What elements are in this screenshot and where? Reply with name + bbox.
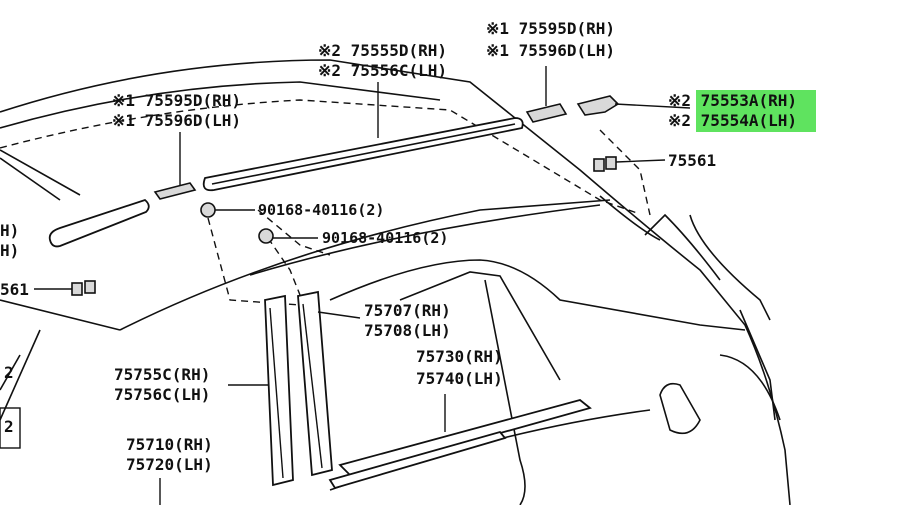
clip-right-part [593,156,617,172]
rear-cover-piece [525,103,568,123]
selected-part-highlight [696,90,816,132]
label-bolt-1: 90168-40116(2) [258,201,384,219]
clip-left-part [71,280,96,296]
label-rear-cover-lh: ※1 75596D(LH) [486,41,615,60]
label-bolt-2: 90168-40116(2) [322,229,448,247]
label-rail-cover-front-lh: ※1 75596D(LH) [112,111,241,130]
label-pillar-garnish-lh: 75708(LH) [364,321,451,340]
label-roof-moulding-lh: ※2 75556C(LH) [318,61,447,80]
label-front-garnish-lh: 75720(LH) [126,455,213,474]
roof-moulding-part [202,117,524,192]
label-cut-h2: H) [0,241,19,260]
leader-lines [34,66,691,505]
label-belt-moulding-lh: 75740(LH) [416,369,503,388]
pillar-garnish-part [264,290,333,487]
bolt-1-part [200,202,216,218]
label-pillar-garnish-rh: 75707(RH) [364,301,451,320]
label-end-cover-lh: ※2 75554A(LH) [668,111,797,130]
label-rear-cover-rh: ※1 75595D(RH) [486,19,615,38]
front-roof-rail-cover-part [48,198,150,248]
label-belt-moulding-rh: 75730(RH) [416,347,503,366]
label-clip-right: 75561 [668,151,716,170]
label-cut-left-b: 2 [4,417,14,436]
front-cover-piece [153,182,197,200]
label-end-cover-rh: ※2 75553A(RH) [668,91,797,110]
dashed-references [207,129,651,306]
belt-moulding-part [328,399,592,490]
label-clip-left: 561 [0,280,29,299]
label-front-garnish-rh: 75710(RH) [126,435,213,454]
label-rail-cover-front-rh: ※1 75595D(RH) [112,91,241,110]
label-moulding-door-lh: 75756C(LH) [114,385,210,404]
bolt-2-part [258,228,274,244]
label-roof-moulding-rh: ※2 75555D(RH) [318,41,447,60]
left-edge-box [0,407,21,449]
label-cut-h1: H) [0,221,19,240]
label-moulding-door-rh: 75755C(RH) [114,365,210,384]
end-cover-piece [576,95,620,116]
label-cut-left-a: 2 [4,363,14,382]
